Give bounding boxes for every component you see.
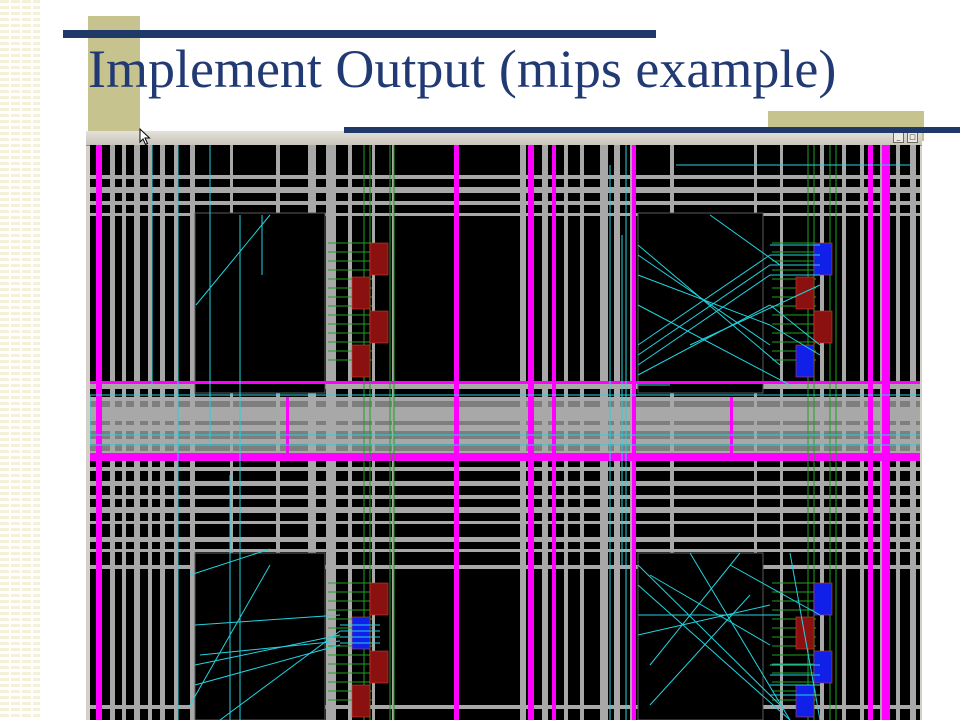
routing-channel-horizontal (90, 565, 920, 569)
signal-net-cyan (789, 552, 821, 720)
signal-net-cyan (649, 552, 741, 666)
signal-net-cyan (637, 304, 791, 386)
hatched-sidebar-decoration (0, 0, 40, 720)
window-titlebar[interactable]: _ □ (86, 131, 922, 146)
signal-net-cyan (769, 304, 821, 346)
signal-net-cyan (199, 640, 341, 656)
signal-net-cyan (194, 614, 341, 626)
signal-net-cyan (219, 630, 341, 720)
signal-net-cyan (709, 214, 781, 266)
power-rail-stub (286, 397, 289, 453)
lut-cell (795, 684, 815, 718)
routing-channel-horizontal (90, 213, 920, 216)
routing-channel-horizontal (90, 383, 920, 389)
power-rail-horizontal (90, 453, 920, 461)
power-rail-horizontal (90, 381, 920, 384)
fpga-layout-canvas[interactable] (90, 145, 920, 720)
routing-channel-horizontal (90, 705, 920, 709)
routing-band-middle (90, 397, 920, 453)
routing-channel-horizontal (90, 521, 920, 524)
flip-flop-cell (795, 616, 815, 650)
power-rail-stub (730, 397, 733, 453)
lut-cell (813, 242, 833, 276)
signal-net-cyan (637, 274, 771, 326)
flip-flop-cell (813, 310, 833, 344)
signal-net-cyan (729, 564, 821, 616)
power-rail-vertical (882, 145, 890, 720)
routing-channel-horizontal (90, 481, 920, 486)
flip-flop-cell (369, 310, 389, 344)
window-minimize-icon[interactable]: _ (893, 132, 904, 143)
signal-net-cyan (194, 644, 341, 686)
routing-channel-horizontal (90, 537, 920, 542)
routing-channel-horizontal (90, 175, 920, 179)
routing-channel-horizontal (90, 507, 920, 513)
flip-flop-cell (795, 276, 815, 310)
signal-net-cyan (637, 244, 781, 366)
navy-accent-bar-top (63, 30, 656, 38)
routing-channel-horizontal (90, 467, 920, 471)
routing-channel-horizontal (90, 549, 920, 552)
power-rail-vertical (868, 145, 873, 720)
logic-block (637, 552, 764, 720)
flip-flop-cell (369, 242, 389, 276)
flip-flop-cell (369, 650, 389, 684)
signal-net-cyan (649, 594, 751, 706)
navy-accent-bar-right (344, 127, 960, 133)
signal-net-cyan (637, 584, 791, 720)
window-maximize-icon[interactable]: □ (907, 132, 918, 143)
signal-net-cyan (649, 574, 771, 646)
lut-cell (813, 582, 833, 616)
routing-channel-horizontal (90, 187, 920, 193)
power-rail-vertical (454, 145, 459, 720)
slide-title: Implement Output (mips example) (88, 39, 837, 99)
lut-cell (351, 616, 371, 650)
power-rail-vertical (96, 145, 102, 720)
logic-block (637, 212, 764, 394)
flip-flop-cell (369, 582, 389, 616)
window-controls: _ □ (893, 132, 918, 143)
power-rail-vertical (632, 145, 636, 720)
signal-net-cyan (769, 324, 821, 356)
routing-channel-horizontal (90, 495, 920, 499)
signal-net-cyan (637, 264, 771, 356)
signal-net-cyan (637, 564, 781, 706)
routing-channel-horizontal (90, 201, 920, 205)
signal-net-cyan (194, 634, 341, 666)
lut-cell (795, 344, 815, 378)
mouse-pointer-icon (139, 128, 151, 146)
flip-flop-cell (351, 344, 371, 378)
signal-net-cyan (637, 274, 771, 366)
lut-cell (813, 650, 833, 684)
signal-net-cyan (637, 604, 771, 636)
logic-block (194, 552, 326, 720)
signal-net-cyan (195, 214, 271, 306)
signal-net-cyan (689, 552, 791, 720)
logic-block (194, 212, 326, 394)
flip-flop-cell (351, 276, 371, 310)
power-rail-vertical (552, 145, 556, 720)
power-rail-vertical (528, 145, 534, 720)
signal-net-cyan (689, 284, 821, 346)
flip-flop-cell (351, 684, 371, 718)
